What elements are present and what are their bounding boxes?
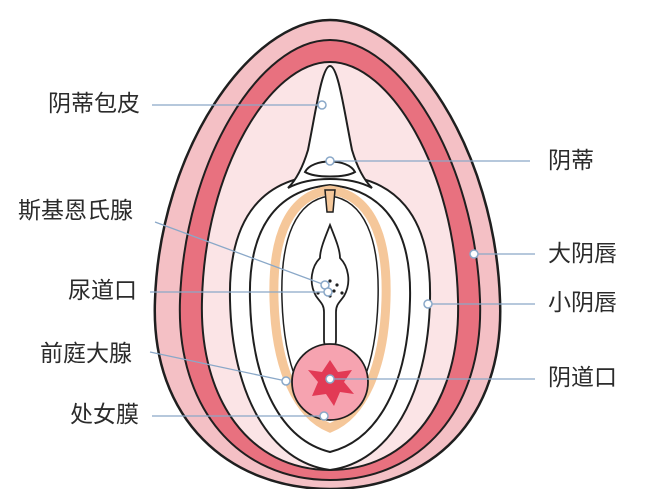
label-vaginal-opening: 阴道口 [548, 365, 617, 391]
label-labia-minora: 小阴唇 [548, 290, 617, 316]
leader-line-bartholin-gland [149, 351, 287, 382]
label-labia-majora: 大阴唇 [548, 241, 617, 267]
frenulum-shape [324, 189, 336, 213]
leader-lines [149, 104, 535, 417]
label-bartholin-gland: 前庭大腺 [40, 341, 132, 367]
label-clitoris: 阴蒂 [548, 148, 594, 174]
label-skenes-gland: 斯基恩氏腺 [18, 198, 133, 224]
clitoral-hood-shape [287, 64, 373, 189]
vestibule-rim-shape [269, 185, 391, 433]
label-clitoral-hood: 阴蒂包皮 [48, 91, 140, 117]
clitoris-shape [303, 160, 357, 178]
label-hymen: 处女膜 [70, 402, 139, 428]
leader-line-skenes-gland [154, 221, 326, 286]
leader-dots [281, 100, 479, 421]
label-urethral-opening: 尿道口 [68, 278, 137, 304]
